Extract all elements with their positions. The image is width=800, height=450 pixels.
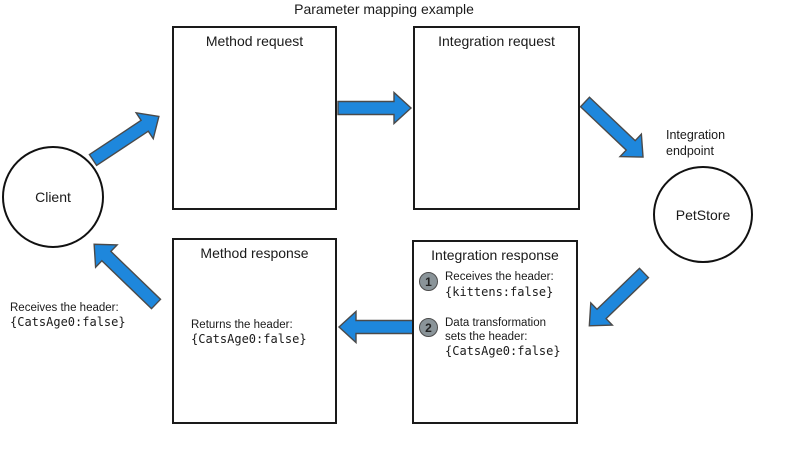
integration-response-step-2: 2 Data transformation sets the header: {…	[419, 317, 561, 358]
method-response-body-code: {CatsAge0:false}	[191, 332, 307, 346]
step-2-line-1: Data transformation	[445, 317, 546, 329]
client-received-header-note: Receives the header: {CatsAge0:false}	[10, 301, 126, 329]
step-1-badge: 1	[419, 272, 438, 291]
integration-endpoint-caption-line2: endpoint	[666, 143, 714, 158]
integration-endpoint-caption-line1: Integration	[666, 128, 726, 142]
client-note-text: Receives the header:	[10, 302, 119, 314]
method-response-title: Method response	[200, 245, 309, 261]
method-response-body-text: Returns the header:	[191, 319, 293, 331]
integration-endpoint-caption: Integration endpoint	[666, 128, 725, 159]
step-1-line: Receives the header:	[445, 271, 554, 283]
integration-response-box: Integration response 1 Receives the head…	[412, 240, 578, 424]
step-1-text: Receives the header: {kittens:false}	[445, 271, 554, 299]
petstore-node: PetStore	[653, 166, 753, 263]
step-2-code: {CatsAge0:false}	[445, 344, 561, 358]
diagram-title: Parameter mapping example	[294, 1, 474, 17]
method-response-body: Returns the header: {CatsAge0:false}	[191, 318, 307, 346]
method-request-box: Method request	[172, 26, 337, 210]
method-response-box: Method response Returns the header: {Cat…	[172, 238, 337, 424]
arrow-method-request-to-integration-request-icon	[337, 90, 413, 126]
method-request-title: Method request	[205, 33, 304, 49]
step-2-badge: 2	[419, 318, 438, 337]
step-1-code: {kittens:false}	[445, 284, 554, 299]
step-2-line-2: sets the header:	[445, 330, 528, 343]
petstore-label: PetStore	[675, 206, 731, 223]
arrow-integration-request-to-endpoint-icon	[579, 96, 644, 158]
integration-request-box: Integration request	[413, 26, 580, 210]
client-label: Client	[35, 189, 71, 205]
step-2-text: Data transformation sets the header: {Ca…	[445, 317, 561, 358]
arrow-endpoint-to-integration-response-icon	[588, 267, 650, 327]
integration-request-title: Integration request	[438, 33, 555, 49]
arrow-client-to-method-request-icon	[88, 111, 160, 167]
integration-response-title: Integration response	[431, 247, 559, 263]
integration-response-step-1: 1 Receives the header: {kittens:false}	[419, 271, 554, 299]
arrow-integration-response-to-method-response-icon	[337, 309, 414, 345]
client-node: Client	[2, 146, 104, 248]
client-note-code: {CatsAge0:false}	[10, 315, 126, 329]
